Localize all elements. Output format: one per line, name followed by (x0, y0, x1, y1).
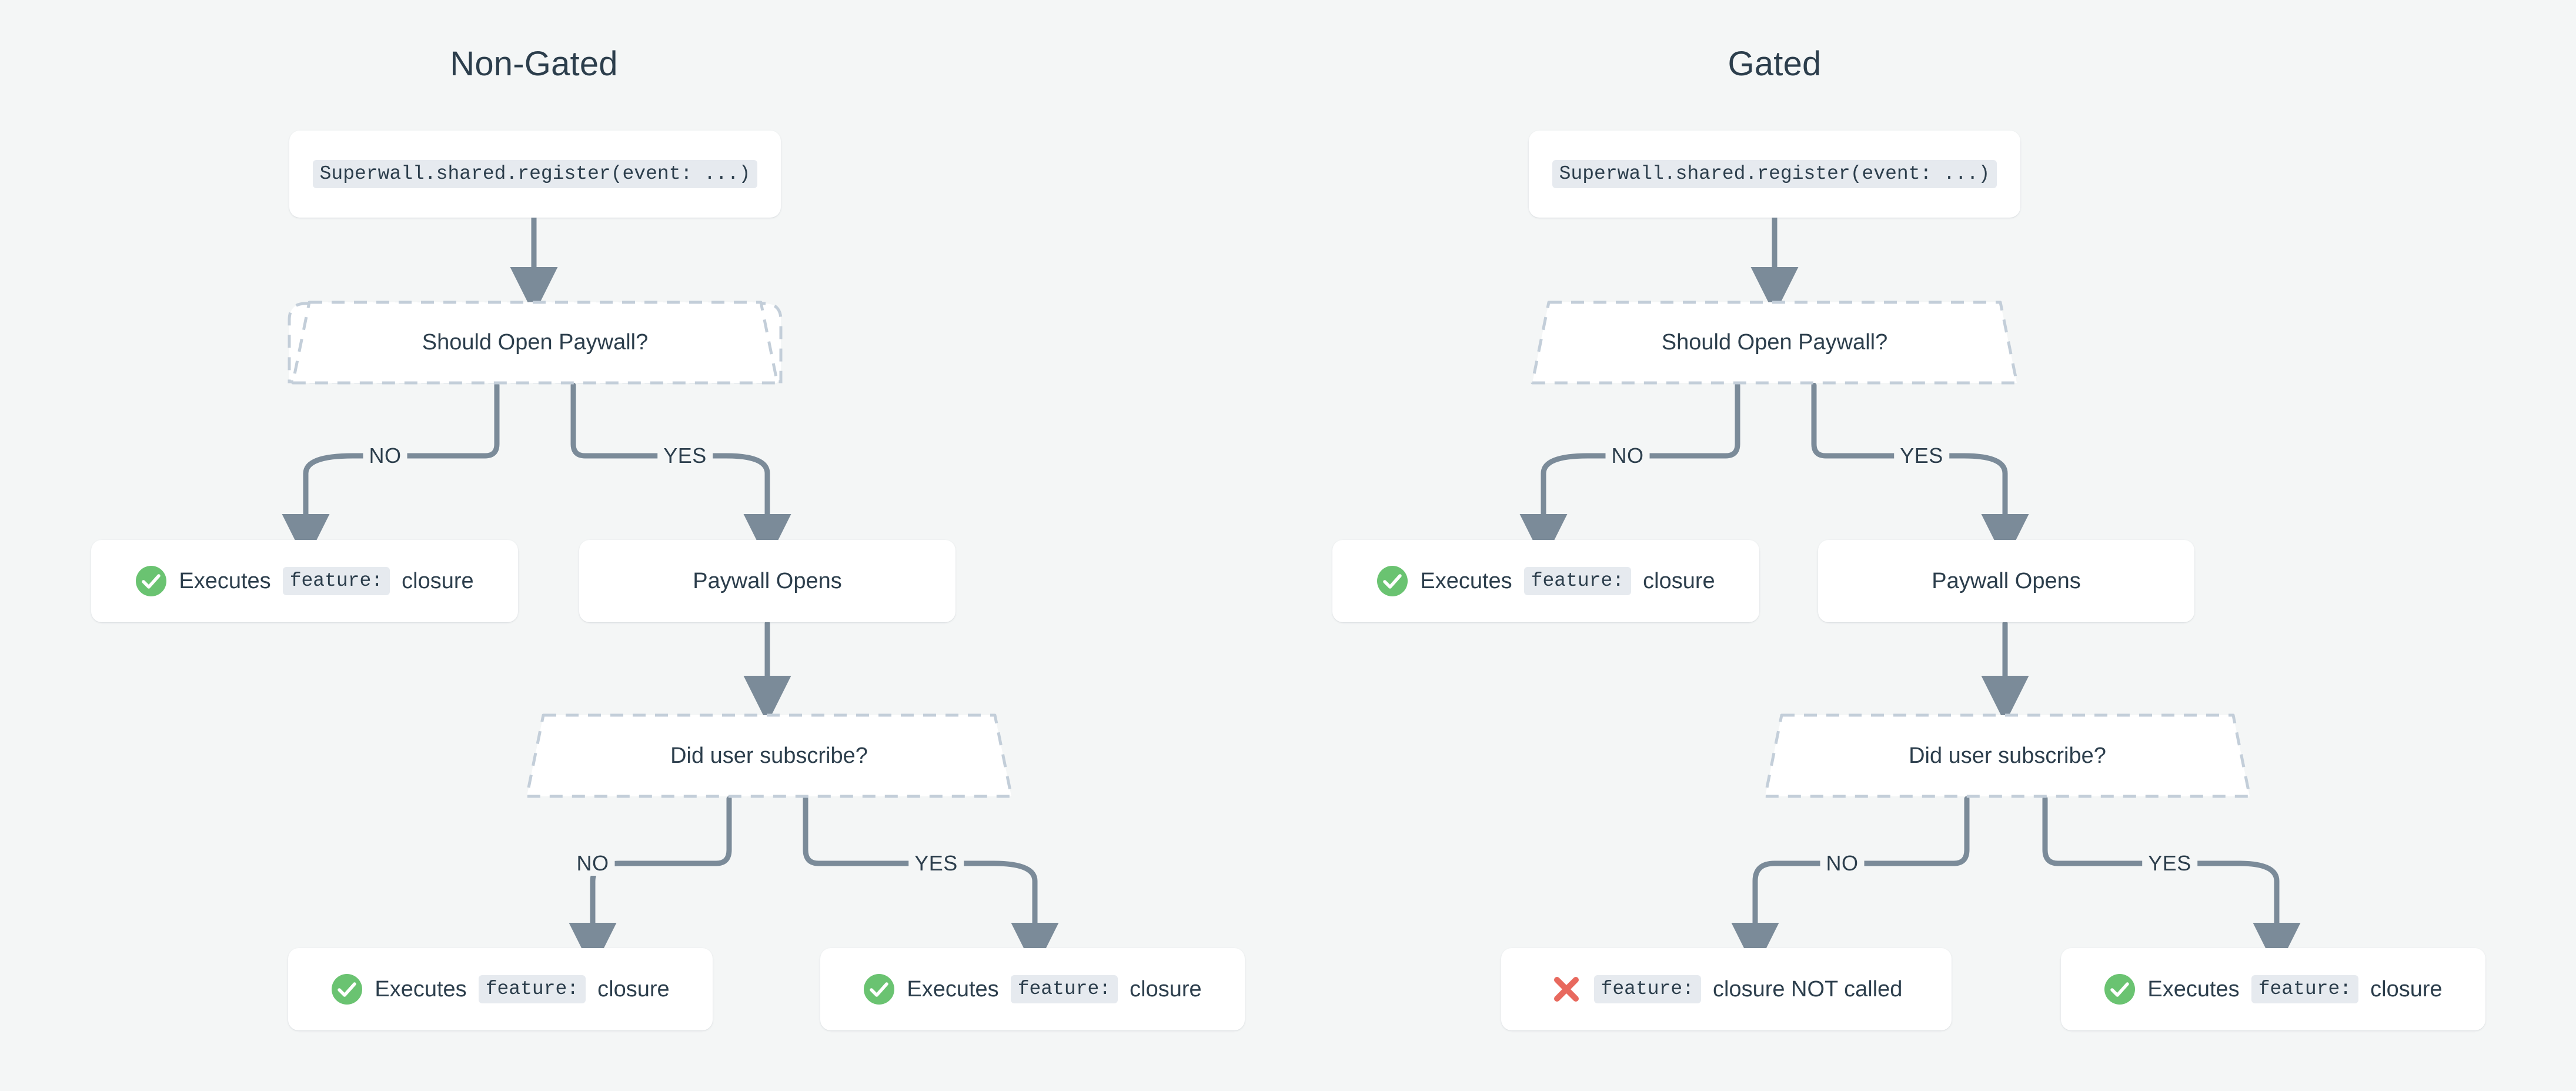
column-title-gated: Gated (1728, 45, 1822, 83)
register-node-gated: Superwall.shared.register(event: ...) (1529, 131, 2020, 218)
outcome-suffix: closure (2370, 976, 2443, 1002)
check-circle-icon (863, 973, 895, 1005)
edge-label-yes-gated-2: YES (2142, 851, 2197, 876)
outcome-prefix: Executes (907, 976, 999, 1002)
decision-label-gated-1: Should Open Paywall? (1661, 330, 1888, 355)
outcome-sub-yes-gated: Executes feature: closure (2061, 948, 2485, 1030)
check-circle-icon (135, 565, 167, 597)
outcome-code: feature: (478, 975, 586, 1004)
check-circle-icon (2104, 973, 2136, 1005)
outcome-no-non-gated: Executes feature: closure (91, 540, 518, 622)
edge-label-no-non-gated-2: NO (570, 851, 615, 876)
outcome-code: feature: (1523, 566, 1632, 596)
outcome-sub-no-non-gated: Executes feature: closure (288, 948, 713, 1030)
x-mark-icon (1551, 973, 1582, 1005)
edge-label-yes-gated-1: YES (1894, 443, 1949, 468)
outcome-code: feature: (2251, 975, 2359, 1004)
decision-shape (1763, 713, 2251, 798)
paywall-opens-label: Paywall Opens (1932, 568, 2081, 593)
decision-shape (525, 713, 1013, 798)
decision-did-user-subscribe-non-gated: Did user subscribe? (523, 713, 1015, 799)
register-code-non-gated: Superwall.shared.register(event: ...) (312, 159, 758, 189)
decision-should-open-paywall-gated: Should Open Paywall? (1529, 300, 2020, 385)
register-code-gated: Superwall.shared.register(event: ...) (1552, 159, 1997, 189)
edge-label-no-gated-1: NO (1605, 443, 1650, 468)
outcome-code: feature: (282, 566, 390, 596)
check-circle-icon (331, 973, 363, 1005)
outcome-prefix: Executes (2147, 976, 2240, 1002)
outcome-suffix: closure (402, 568, 474, 593)
decision-shape (1531, 301, 2019, 385)
outcome-prefix: Executes (375, 976, 467, 1002)
outcome-suffix: closure (1130, 976, 1202, 1002)
decision-label-non-gated-1: Should Open Paywall? (422, 330, 649, 355)
edge-label-yes-non-gated-2: YES (908, 851, 964, 876)
outcome-code: feature: (1010, 975, 1118, 1004)
paywall-opens-label: Paywall Opens (693, 568, 842, 593)
decision-should-open-paywall-non-gated: Should Open Paywall? (289, 300, 781, 385)
decision-label-non-gated-2: Did user subscribe? (670, 743, 868, 768)
outcome-no-gated: Executes feature: closure (1332, 540, 1759, 622)
edge-label-yes-non-gated-1: YES (657, 443, 713, 468)
check-circle-icon (1376, 565, 1408, 597)
outcome-prefix: Executes (1420, 568, 1512, 593)
register-node-non-gated: Superwall.shared.register(event: ...) (289, 131, 781, 218)
outcome-prefix: Executes (179, 568, 271, 593)
paywall-opens-node-gated: Paywall Opens (1818, 540, 2194, 622)
outcome-sub-no-gated: feature: closure NOT called (1501, 948, 1952, 1030)
outcome-suffix: closure (1643, 568, 1715, 593)
paywall-opens-node-non-gated: Paywall Opens (579, 540, 955, 622)
decision-label-gated-2: Did user subscribe? (1909, 743, 2106, 768)
outcome-code: feature: (1593, 975, 1701, 1004)
outcome-sub-yes-non-gated: Executes feature: closure (820, 948, 1245, 1030)
outcome-suffix: closure NOT called (1713, 976, 1903, 1002)
decision-shape (289, 301, 781, 385)
edge-label-no-gated-2: NO (1820, 851, 1865, 876)
outcome-suffix: closure (597, 976, 670, 1002)
column-title-non-gated: Non-Gated (450, 45, 618, 83)
edge-label-no-non-gated-1: NO (363, 443, 407, 468)
decision-did-user-subscribe-gated: Did user subscribe? (1762, 713, 2253, 799)
